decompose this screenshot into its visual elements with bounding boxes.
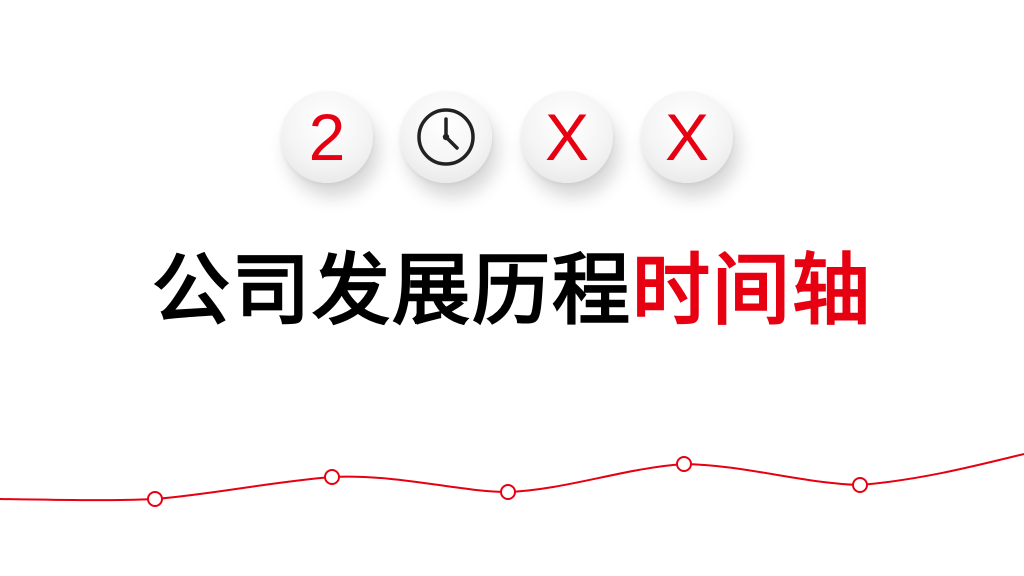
timeline-node-2	[324, 469, 340, 485]
year-digit-2: X	[544, 100, 590, 174]
timeline-node-5	[852, 477, 868, 493]
year-digit-circle-2: X	[521, 91, 613, 183]
year-digit-circle-3: X	[641, 91, 733, 183]
clock-icon	[417, 108, 475, 166]
year-digit-circle-1: 2	[281, 91, 373, 183]
timeline-node-4	[676, 456, 692, 472]
title-red-part: 时间轴	[632, 246, 873, 336]
timeline-wave	[0, 453, 1024, 507]
year-digit-1: 2	[308, 100, 346, 174]
clock-circle	[400, 91, 492, 183]
year-badge-row: 2 X X	[0, 91, 1024, 191]
year-digit-3: X	[664, 100, 710, 174]
timeline-node-1	[147, 491, 163, 507]
timeline-node-3	[500, 484, 516, 500]
page-title: 公司发展历程时间轴	[0, 252, 1024, 330]
title-black-part: 公司发展历程	[151, 246, 632, 336]
